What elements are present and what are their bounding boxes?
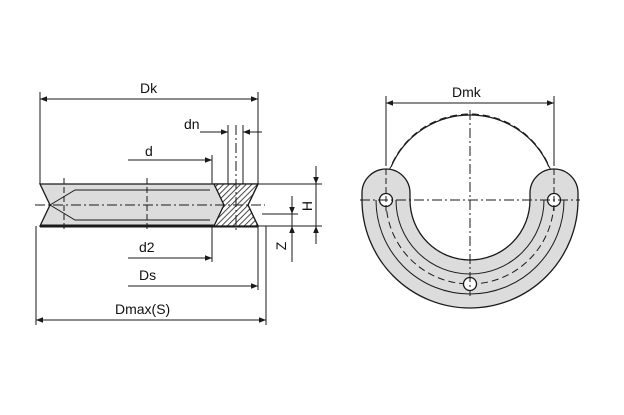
label-d2: d2 — [139, 239, 155, 255]
horseshoe-ring — [361, 168, 579, 309]
label-ds: Ds — [139, 267, 156, 283]
label-d: d — [145, 143, 153, 159]
label-dk: Dk — [140, 80, 158, 96]
label-dn: dn — [184, 116, 200, 132]
label-h: H — [299, 201, 315, 211]
dimension-lines — [36, 96, 319, 323]
section-view — [35, 125, 265, 232]
groove-line-bottom — [49, 204, 210, 221]
label-dmk: Dmk — [452, 84, 482, 100]
top-view — [360, 96, 580, 309]
label-z: Z — [273, 241, 289, 250]
mid-arc — [385, 199, 555, 285]
label-dmax: Dmax(S) — [115, 301, 170, 317]
groove-line-top — [49, 189, 210, 206]
